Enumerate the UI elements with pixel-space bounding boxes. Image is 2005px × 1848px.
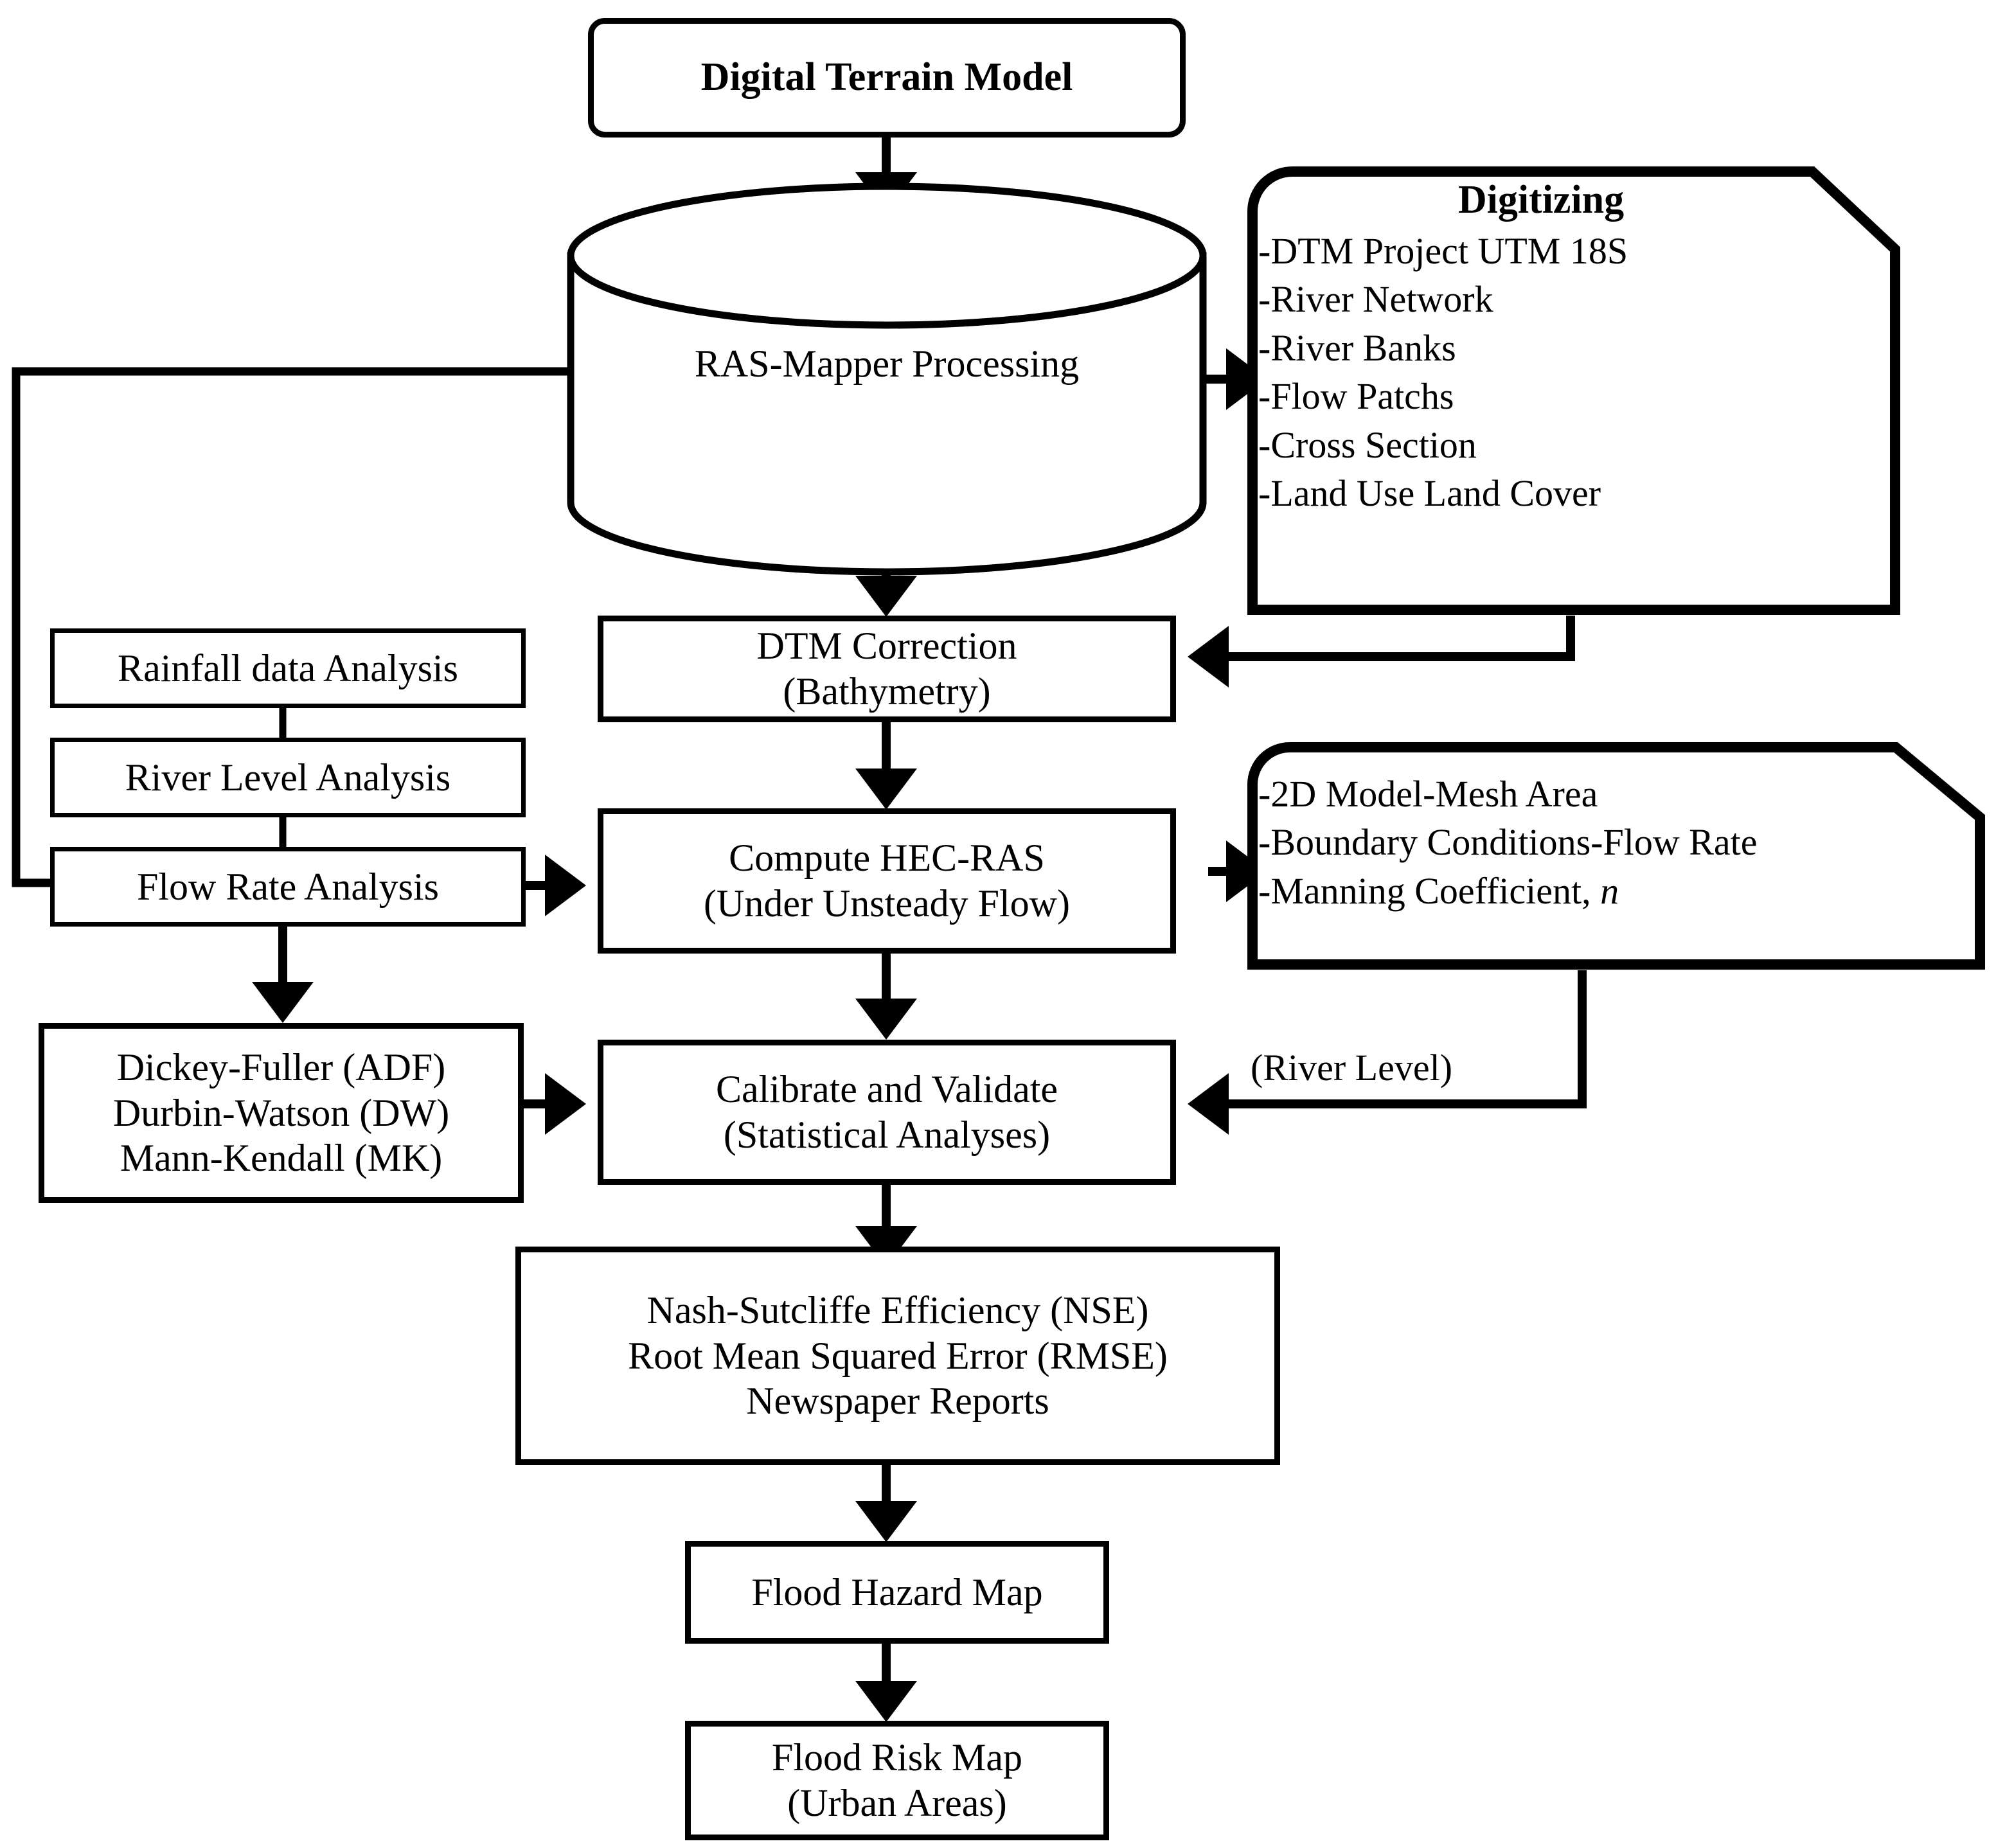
node-statistical-tests[interactable]: Dickey-Fuller (ADF) Durbin-Watson (DW) M… [39, 1023, 524, 1203]
node-flood-risk-map[interactable]: Flood Risk Map (Urban Areas) [685, 1721, 1109, 1840]
river-level-label: River Level Analysis [125, 756, 451, 799]
arrowhead-correction-right [1188, 626, 1229, 688]
digitizing-item-0: -DTM Project UTM 18S [1258, 230, 1628, 272]
node-ras-mapper-processing[interactable]: RAS-Mapper Processing [571, 341, 1203, 387]
node-dtm-correction[interactable]: DTM Correction (Bathymetry) [598, 616, 1176, 722]
model-setup-shape [1247, 742, 1985, 970]
river-level-note-text: (River Level) [1251, 1047, 1453, 1088]
manning-symbol: n [1600, 869, 1619, 912]
node-flow-rate-analysis[interactable]: Flow Rate Analysis [50, 847, 526, 927]
node-rainfall-data-analysis[interactable]: Rainfall data Analysis [50, 628, 526, 708]
arrowhead-to-hazard [855, 1501, 917, 1542]
model-setup-item-1: -Boundary Conditions-Flow Rate [1258, 821, 1758, 864]
flood-risk-map-line2: (Urban Areas) [787, 1782, 1007, 1824]
stat-test-line1: Dickey-Fuller (ADF) [116, 1045, 446, 1088]
model-setup-item-0: -2D Model-Mesh Area [1258, 773, 1598, 815]
arrowhead-to-stattests [252, 982, 314, 1023]
arrowhead-to-calibrate [855, 999, 917, 1040]
flow-rate-label: Flow Rate Analysis [136, 865, 439, 908]
rainfall-label: Rainfall data Analysis [118, 646, 458, 689]
arrowhead-to-risk [855, 1681, 917, 1722]
arrowhead-to-digitizing [1226, 348, 1267, 410]
arrowhead-calibrate-right [1188, 1073, 1229, 1135]
cylinder-body [567, 252, 1207, 576]
node-validation-metrics[interactable]: Nash-Sutcliffe Efficiency (NSE) Root Mea… [515, 1247, 1280, 1465]
model-setup-item-2-wrap: -Manning Coefficient, n [1258, 867, 1986, 915]
digitizing-item-4: -Cross Section [1258, 423, 1477, 466]
arrowheads [252, 172, 1267, 1722]
digital-terrain-model-label: Digital Terrain Model [700, 55, 1073, 100]
model-setup-item-2: -Manning Coefficient, [1258, 869, 1601, 912]
arrowhead-to-compute [855, 769, 917, 810]
calibrate-line2: (Statistical Analyses) [723, 1114, 1051, 1156]
model-setup-text-block: -2D Model-Mesh Area -Boundary Conditions… [1247, 742, 1986, 915]
metrics-line1: Nash-Sutcliffe Efficiency (NSE) [646, 1288, 1149, 1331]
node-flood-hazard-map[interactable]: Flood Hazard Map [685, 1541, 1109, 1644]
digitizing-item-5: -Land Use Land Cover [1258, 472, 1601, 514]
node-river-level-analysis[interactable]: River Level Analysis [50, 738, 526, 817]
metrics-line3: Newspaper Reports [746, 1380, 1049, 1423]
cylinder-top [567, 182, 1207, 329]
node-model-setup[interactable]: -2D Model-Mesh Area -Boundary Conditions… [1247, 742, 1986, 970]
digitizing-item-3: -Flow Patchs [1258, 375, 1454, 418]
edge-label-river-level: (River Level) [1251, 1046, 1452, 1089]
flood-risk-map-line1: Flood Risk Map [771, 1736, 1023, 1779]
compute-line2: (Under Unsteady Flow) [704, 882, 1070, 925]
metrics-line2: Root Mean Squared Error (RMSE) [628, 1334, 1168, 1377]
stat-test-line2: Durbin-Watson (DW) [112, 1091, 450, 1134]
edge-digitizing-to-correction [1208, 616, 1575, 661]
edge-modelsetup-to-calibrate [1208, 970, 1587, 1108]
node-calibrate-validate[interactable]: Calibrate and Validate (Statistical Anal… [598, 1040, 1176, 1185]
arrowhead-to-compute-from-flowrate [545, 855, 586, 916]
calibrate-line1: Calibrate and Validate [715, 1068, 1058, 1111]
digitizing-heading: Digitizing [1457, 178, 1625, 222]
ras-mapper-line1: RAS-Mapper [694, 342, 903, 385]
node-digitizing[interactable]: Digitizing -DTM Project UTM 18S -River N… [1247, 166, 1901, 616]
stat-test-line3: Mann-Kendall (MK) [120, 1137, 443, 1180]
flood-hazard-map-label: Flood Hazard Map [751, 1570, 1043, 1613]
ras-mapper-line2: Processing [912, 342, 1080, 385]
node-compute-hec-ras[interactable]: Compute HEC-RAS (Under Unsteady Flow) [598, 808, 1176, 954]
node-digital-terrain-model[interactable]: Digital Terrain Model [588, 18, 1186, 138]
digitizing-text-block: Digitizing -DTM Project UTM 18S -River N… [1247, 166, 1901, 517]
digitizing-item-2: -River Banks [1258, 326, 1456, 369]
arrowhead-to-modelsetup [1226, 840, 1267, 902]
digitizing-shape [1247, 166, 1900, 615]
digitizing-item-1: -River Network [1258, 278, 1493, 321]
edge-feedback-loop [12, 367, 571, 887]
arrowhead-to-calibrate-from-stats [545, 1073, 586, 1135]
dtm-correction-line1: DTM Correction [756, 625, 1017, 668]
arrowhead-to-correction [855, 576, 917, 617]
dtm-correction-line2: (Bathymetry) [783, 670, 991, 713]
compute-line1: Compute HEC-RAS [729, 837, 1045, 880]
